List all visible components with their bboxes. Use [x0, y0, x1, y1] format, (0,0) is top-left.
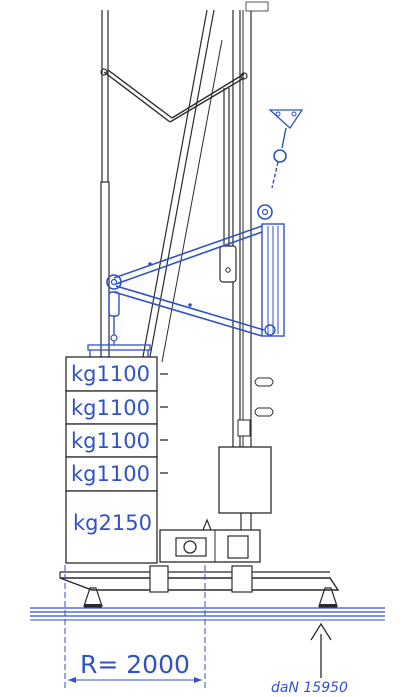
counterweight-label: kg1100 — [71, 396, 150, 420]
counterweight-block — [65, 390, 158, 425]
counterweight-stack: kg1100 kg1100 kg1100 kg1100 kg2150 — [65, 356, 168, 564]
counterweight-block — [65, 423, 158, 458]
counterweight-block — [65, 456, 158, 492]
counterweight-rigging — [87, 109, 304, 357]
counterweight-block — [65, 356, 158, 392]
crane-mast — [100, 1, 274, 535]
counterweight-label: kg1100 — [71, 362, 150, 386]
counterweight-label: kg1100 — [71, 429, 150, 453]
support-load: daN 15950 — [271, 622, 348, 696]
counterweight-block — [65, 490, 158, 564]
ground-lines — [30, 607, 385, 621]
counterweight-label: kg1100 — [71, 462, 150, 486]
radius-label: R= 2000 — [80, 650, 190, 679]
counterweight-label: kg2150 — [73, 511, 152, 535]
support-load-label: daN 15950 — [271, 680, 348, 696]
crane-base — [59, 518, 340, 608]
radius-dimension: R= 2000 — [64, 565, 206, 690]
